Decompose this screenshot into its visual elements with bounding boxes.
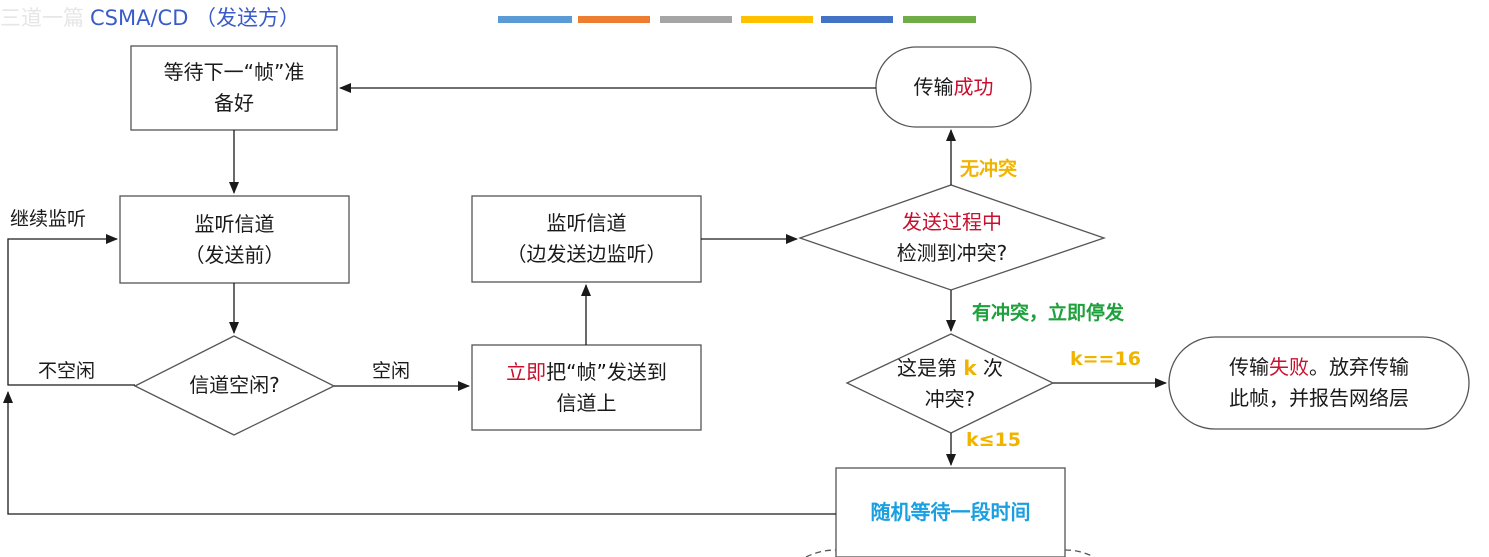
title-text: CSMA/CD （发送方） <box>90 6 301 30</box>
legend-bar-orange <box>578 16 650 23</box>
failure-line1: 传输失败。放弃传输 <box>1229 352 1409 383</box>
detect-collision-label: 发送过程中 检测到冲突? <box>800 185 1104 290</box>
success-highlight: 成功 <box>953 74 994 99</box>
faded-prefix: 三道一篇 <box>0 6 84 30</box>
failure-line2: 此帧，并报告网络层 <box>1229 386 1409 410</box>
success-text: 传输成功 <box>914 72 994 103</box>
failure-rest: 。放弃传输 <box>1309 355 1409 379</box>
legend-bar-blue <box>498 16 572 23</box>
failure-prefix: 传输 <box>1229 355 1269 379</box>
listen-during-label: 监听信道 （边发送边监听） <box>472 196 701 282</box>
detect-collision-line2: 检测到冲突? <box>896 240 1008 265</box>
failure-terminal <box>1168 336 1470 430</box>
label-not-idle: 不空闲 <box>38 360 96 382</box>
channel-idle-text: 信道空闲? <box>189 373 280 397</box>
failure-highlight: 失败 <box>1269 355 1309 379</box>
wait-frame-line2: 备好 <box>214 91 254 115</box>
random-wait-label: 随机等待一段时间 <box>836 468 1065 557</box>
detect-collision-line1: 发送过程中 <box>902 209 1002 234</box>
send-now-box <box>471 344 702 431</box>
kth-post: 次 <box>976 355 1004 380</box>
listen-during-line2: （边发送边监听） <box>506 242 667 266</box>
label-continue-listen: 继续监听 <box>10 208 87 230</box>
kth-pre: 这是第 <box>896 355 964 380</box>
success-terminal <box>875 46 1032 128</box>
random-wait-text: 随机等待一段时间 <box>870 500 1031 524</box>
legend-bar-green <box>903 16 976 23</box>
failure-label: 传输失败。放弃传输 此帧，并报告网络层 <box>1169 337 1469 429</box>
kth-collision-line1: 这是第 k 次 <box>897 353 1003 384</box>
send-now-line1: 立即把“帧”发送到 <box>506 357 667 388</box>
edge-random-wait-loop <box>2 391 836 515</box>
listen-before-line2: （发送前） <box>184 242 285 267</box>
label-has-collision: 有冲突，立即停发 <box>972 302 1125 324</box>
label-idle: 空闲 <box>372 360 411 382</box>
listen-before-label: 监听信道 （发送前） <box>120 196 349 283</box>
wait-frame-label: 等待下一“帧”准 备好 <box>131 46 337 130</box>
label-no-collision: 无冲突 <box>960 158 1018 180</box>
kth-collision-label: 这是第 k 次 冲突? <box>847 334 1053 433</box>
listen-before-box <box>119 195 350 284</box>
kth-collision-line2: 冲突? <box>924 386 976 411</box>
label-k-le-15: k≤15 <box>966 429 1021 451</box>
kth-k: k <box>963 355 977 380</box>
send-now-rest: 把“帧”发送到 <box>546 359 667 384</box>
success-prefix: 传输 <box>913 74 954 99</box>
wait-frame-line1: 等待下一“帧”准 <box>163 60 305 84</box>
legend-bar-darkblue <box>821 16 893 23</box>
send-now-line2: 信道上 <box>556 390 617 415</box>
legend-bar-gray <box>660 16 732 23</box>
random-wait-bottom-dashed <box>805 549 1095 557</box>
success-label: 传输成功 <box>876 47 1031 127</box>
random-wait-box <box>835 467 1066 557</box>
listen-before-line1: 监听信道 <box>194 211 275 236</box>
label-k-eq-16: k==16 <box>1070 348 1141 370</box>
send-now-immediate: 立即 <box>506 359 547 384</box>
wait-frame-box <box>130 45 338 131</box>
legend-bar-yellow <box>741 16 813 23</box>
send-now-label: 立即把“帧”发送到 信道上 <box>472 345 701 430</box>
listen-during-box <box>471 195 702 283</box>
listen-during-line1: 监听信道 <box>546 211 627 235</box>
edge-not-idle-loop <box>7 234 135 386</box>
detect-collision-diamond <box>798 184 1107 291</box>
channel-idle-label: 信道空闲? <box>135 336 334 435</box>
